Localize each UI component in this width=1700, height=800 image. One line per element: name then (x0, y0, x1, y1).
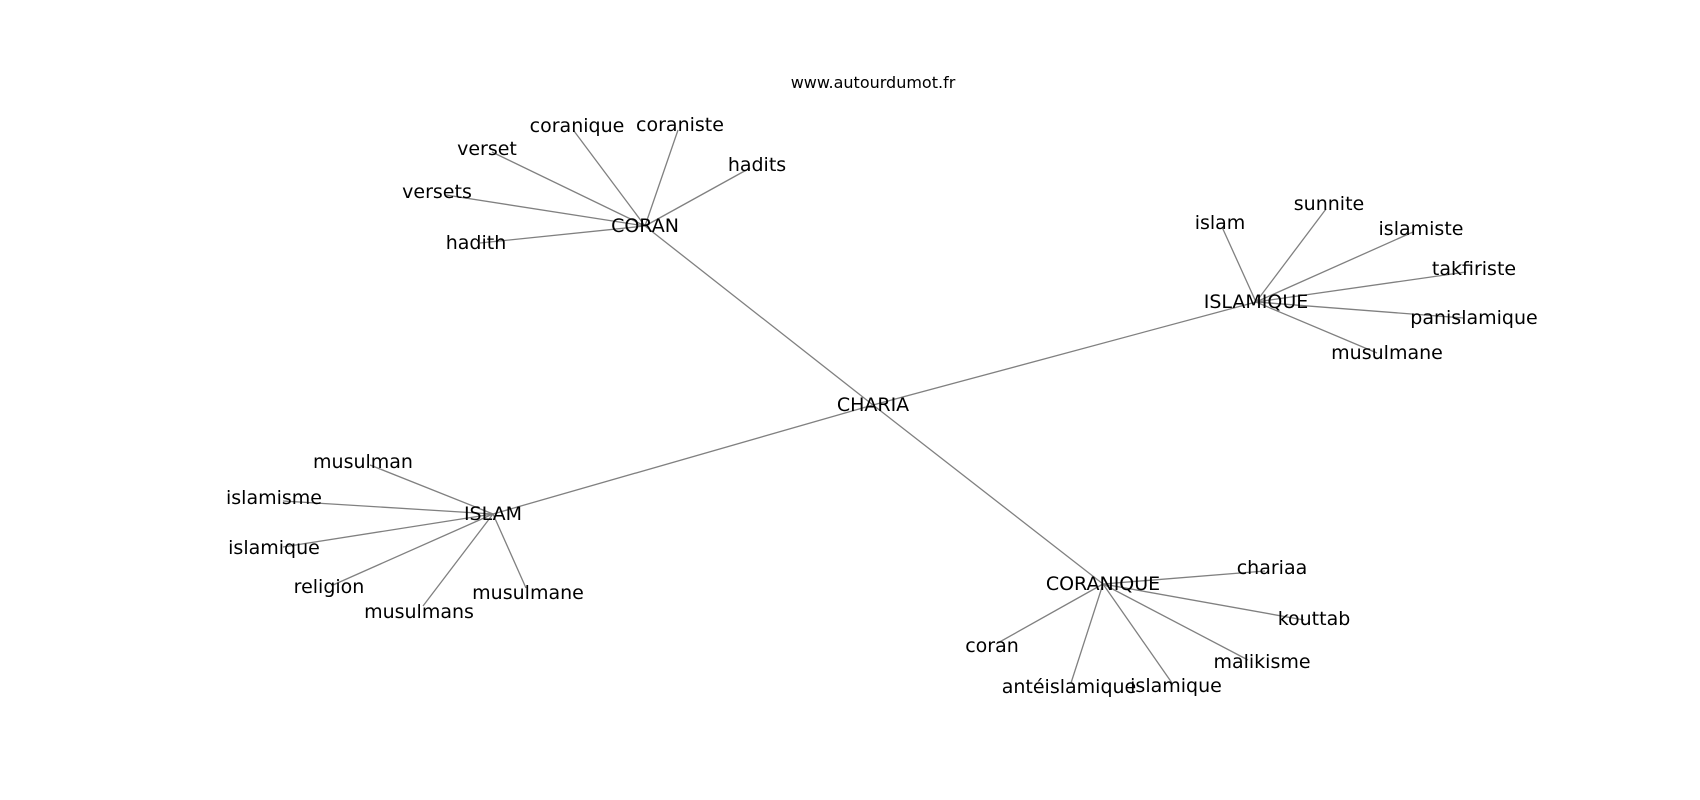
leaf-node-label[interactable]: islamique (228, 537, 320, 559)
edge-hub-leaf (995, 583, 1104, 645)
edge-hub-leaf (1102, 570, 1266, 585)
edge-hub-leaf (1255, 301, 1378, 354)
edge-hub-leaf (1102, 583, 1173, 684)
edge-hub-leaf (573, 130, 646, 227)
edge-root-hub (492, 404, 874, 515)
edge-root-hub (644, 225, 874, 406)
edge-hub-leaf (369, 464, 494, 515)
leaf-node-label[interactable]: takfiriste (1432, 258, 1516, 280)
edge-hub-leaf (332, 513, 494, 586)
edge-hub-leaf (1102, 583, 1249, 661)
graph-edges (282, 129, 1467, 684)
leaf-node-label[interactable]: musulmane (1331, 342, 1443, 364)
edge-hub-leaf (1255, 231, 1414, 303)
leaf-node-label[interactable]: kouttab (1278, 608, 1351, 630)
edge-hub-leaf (644, 167, 751, 227)
leaf-node-label[interactable]: hadith (446, 232, 507, 254)
edge-hub-leaf (1255, 271, 1467, 303)
edge-hub-leaf (1070, 583, 1104, 684)
leaf-node-label[interactable]: verset (457, 138, 517, 160)
leaf-node-label[interactable]: hadits (728, 154, 786, 176)
hub-node-label[interactable]: ISLAM (464, 503, 522, 525)
hub-node-label[interactable]: CORAN (611, 215, 679, 237)
leaf-node-label[interactable]: musulman (313, 451, 413, 473)
edge-hub-leaf (1102, 583, 1305, 621)
hub-node-label[interactable]: ISLAMIQUE (1204, 291, 1309, 313)
leaf-node-label[interactable]: sunnite (1294, 193, 1364, 215)
edge-hub-leaf (492, 513, 527, 589)
edge-hub-leaf (644, 129, 679, 227)
edge-hub-leaf (422, 513, 494, 607)
leaf-node-label[interactable]: musulmans (364, 601, 474, 623)
root-node-label[interactable]: CHARIA (837, 394, 909, 416)
edge-root-hub (872, 301, 1257, 406)
leaf-node-label[interactable]: coraniste (636, 114, 724, 136)
edge-hub-leaf (491, 151, 646, 227)
leaf-node-label[interactable]: islamisme (226, 487, 322, 509)
leaf-node-label[interactable]: malikisme (1213, 651, 1310, 673)
edge-hub-leaf (1255, 208, 1327, 303)
leaf-node-label[interactable]: musulmane (472, 582, 584, 604)
leaf-node-label[interactable]: islam (1195, 212, 1246, 234)
leaf-node-label[interactable]: versets (402, 181, 472, 203)
leaf-node-label[interactable]: islamiste (1379, 218, 1464, 240)
edge-hub-leaf (479, 225, 646, 244)
leaf-node-label[interactable]: coran (965, 635, 1019, 657)
leaf-node-label[interactable]: islamique (1130, 675, 1222, 697)
hub-node-label[interactable]: CORANIQUE (1046, 573, 1160, 595)
leaf-node-label[interactable]: religion (294, 576, 365, 598)
edge-root-hub (872, 404, 1104, 585)
leaf-node-label[interactable]: chariaa (1237, 557, 1308, 579)
leaf-node-label[interactable]: antéislamique (1002, 676, 1137, 698)
edge-hub-leaf (445, 194, 646, 227)
leaf-node-label[interactable]: coranique (530, 115, 625, 137)
site-watermark[interactable]: www.autourdumot.fr (791, 73, 956, 92)
edge-hub-leaf (1221, 226, 1257, 303)
edge-hub-leaf (282, 500, 494, 515)
leaf-node-label[interactable]: panislamique (1410, 307, 1537, 329)
edge-hub-leaf (282, 513, 494, 548)
edge-hub-leaf (1255, 301, 1465, 319)
